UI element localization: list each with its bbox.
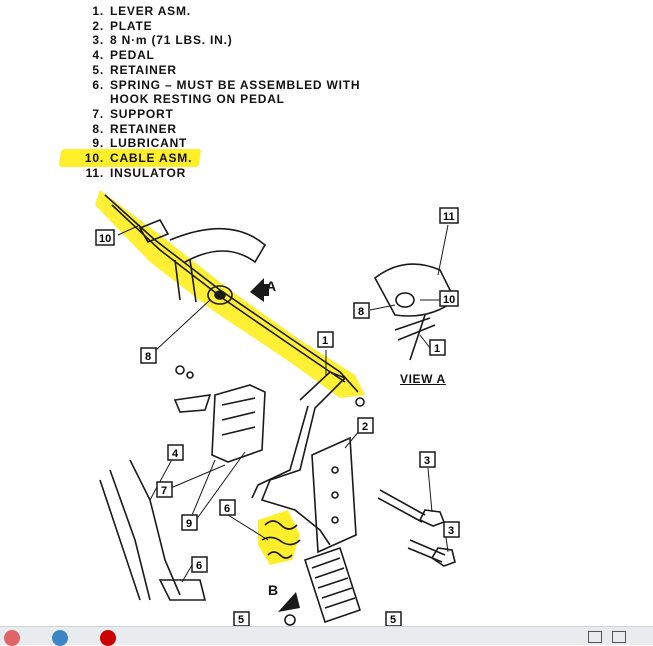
svg-text:6: 6 xyxy=(196,560,202,572)
svg-text:9: 9 xyxy=(186,518,192,530)
callout-6-bottom: 6 xyxy=(191,556,208,573)
view-b-arrow-label: B xyxy=(268,582,279,598)
leader-lines xyxy=(117,224,449,583)
taskbar xyxy=(0,626,653,646)
svg-text:5: 5 xyxy=(238,614,244,626)
svg-text:10: 10 xyxy=(443,294,455,306)
callout-11: 11 xyxy=(439,207,459,224)
browser-icon-1[interactable] xyxy=(4,630,20,646)
svg-text:5: 5 xyxy=(390,614,396,626)
tray-icon-2[interactable] xyxy=(612,631,626,643)
parts-list-item: 2.PLATE xyxy=(92,18,153,33)
browser-icon-3[interactable] xyxy=(100,630,116,646)
svg-text:3: 3 xyxy=(424,455,430,467)
callout-9: 9 xyxy=(181,514,198,531)
svg-text:2: 2 xyxy=(362,421,368,433)
callout-4: 4 xyxy=(167,444,184,461)
callout-5-right: 5 xyxy=(385,611,402,626)
parts-list-item: 7.SUPPORT xyxy=(92,106,174,121)
callout-1-main: 1 xyxy=(317,331,334,348)
parts-list-item: 5.RETAINER xyxy=(92,62,177,77)
parts-list-item: 8.RETAINER xyxy=(92,121,177,136)
parts-list-item: 4.PEDAL xyxy=(92,48,155,63)
svg-text:11: 11 xyxy=(443,211,455,223)
arrow-b-icon xyxy=(278,592,300,612)
parts-list-item: 11.INSULATOR xyxy=(85,165,187,180)
view-a-arrow-label: A xyxy=(266,278,277,294)
parts-list-item: 1.LEVER ASM. xyxy=(92,4,191,18)
parts-list-item: 9.LUBRICANT xyxy=(92,136,188,151)
svg-text:8: 8 xyxy=(358,306,364,318)
svg-text:1: 1 xyxy=(434,343,440,355)
callout-6-spring: 6 xyxy=(219,499,236,516)
svg-text:4: 4 xyxy=(172,448,179,460)
parts-list-item-highlighted: 10.CABLE ASM. xyxy=(58,149,390,168)
callout-8-main: 8 xyxy=(140,347,157,364)
svg-text:1: 1 xyxy=(322,335,328,347)
callout-2: 2 xyxy=(357,417,374,434)
callout-3-top: 3 xyxy=(419,451,436,468)
callout-10-top: 10 xyxy=(95,229,115,246)
callouts: 10 8 11 8 10 1 1 2 3 3 4 7 9 6 6 5 5 xyxy=(95,207,460,626)
line-art xyxy=(99,194,457,626)
svg-text:8: 8 xyxy=(145,351,151,363)
spring-highlight xyxy=(258,510,300,565)
pedal-assembly-diagram: 10 8 11 8 10 1 1 2 3 3 4 7 9 6 6 5 5 xyxy=(95,190,460,626)
parts-list-item: 3.8 N·m (71 LBS. IN.) xyxy=(92,33,233,48)
parts-list: 1.LEVER ASM. 2.PLATE 3.8 N·m (71 LBS. IN… xyxy=(58,4,390,180)
callout-10-view: 10 xyxy=(439,290,459,307)
callout-3-bottom: 3 xyxy=(443,521,460,538)
callout-1-view: 1 xyxy=(429,339,446,356)
cable-line xyxy=(104,194,359,393)
svg-text:6: 6 xyxy=(224,503,230,515)
callout-8-view: 8 xyxy=(353,302,370,319)
svg-text:10: 10 xyxy=(99,233,111,245)
tray-icon[interactable] xyxy=(588,631,602,643)
cable-highlight xyxy=(95,190,365,398)
arrow-a-icon xyxy=(250,278,269,302)
parts-list-item-continuation: HOOK RESTING ON PEDAL xyxy=(110,92,285,107)
callout-5-left: 5 xyxy=(233,611,250,626)
view-a-label: VIEW A xyxy=(400,372,446,386)
callout-7: 7 xyxy=(156,481,173,498)
svg-text:3: 3 xyxy=(448,525,454,537)
browser-icon-2[interactable] xyxy=(52,630,68,646)
svg-text:7: 7 xyxy=(161,485,167,497)
parts-list-item: 6.SPRING – MUST BE ASSEMBLED WITH xyxy=(92,77,361,92)
